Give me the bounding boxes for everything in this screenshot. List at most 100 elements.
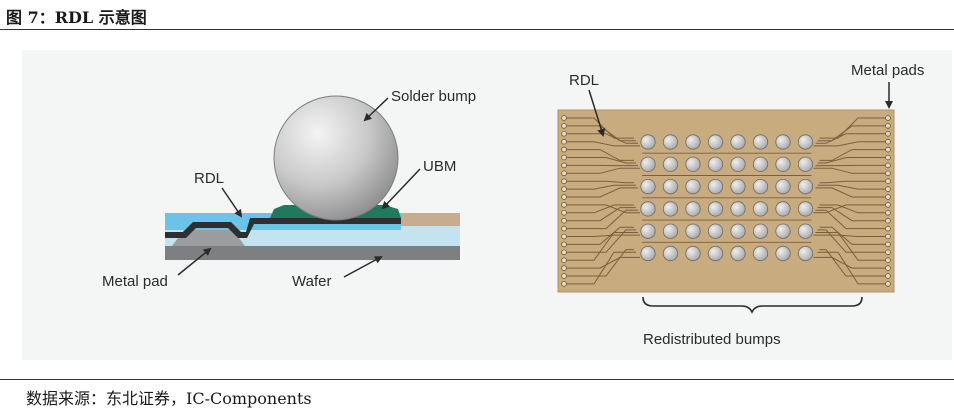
rdl-trace-right-2 [815, 133, 885, 144]
label-rdl-right: RDL [569, 72, 599, 89]
rdl-trace-right-16 [819, 226, 885, 245]
rdl-trace-left-13 [567, 207, 636, 222]
metal-pad-left-18 [561, 257, 567, 264]
rdl-trace-left-4 [567, 149, 634, 161]
metal-pad-right-0 [885, 115, 891, 121]
redistributed-bump-2-3 [707, 179, 724, 195]
metal-pad-left-19 [561, 265, 567, 271]
redistributed-bump-1-6 [775, 156, 791, 172]
rdl-trace-left-10 [567, 187, 638, 198]
rdl-trace-left-5 [567, 157, 636, 164]
redistributed-bump-5-1 [662, 245, 679, 262]
redistributed-bump-3-6 [775, 201, 791, 217]
rdl-trace-right-15 [813, 234, 885, 237]
metal-pad-left-2 [561, 131, 567, 137]
metal-pad-right-12 [885, 210, 891, 216]
redistributed-bump-0-0 [640, 134, 656, 150]
rdl-trace-right-7 [813, 167, 885, 174]
rdl-trace-right-11 [813, 204, 885, 214]
redistributed-bump-4-7 [797, 223, 814, 239]
redistributed-bump-0-2 [685, 134, 701, 150]
rdl-traces [567, 117, 885, 285]
rdl-trace-left-17 [567, 229, 636, 253]
redistributed-bump-1-4 [730, 156, 746, 172]
metal-pad-left-4 [561, 146, 567, 153]
rdl-trace-right-0 [819, 117, 885, 139]
metal-pad-right-2 [885, 131, 891, 137]
rdl-trace-left-9 [567, 184, 636, 190]
rdl-trace-left-15 [567, 234, 640, 237]
redistributed-bump-5-0 [640, 245, 656, 262]
redistributed-bump-4-6 [775, 223, 791, 239]
metal-pad-left-17 [561, 249, 567, 256]
metal-pad-right-13 [885, 217, 891, 224]
redistributed-bump-1-1 [662, 156, 679, 172]
arrow-rdl-left [221, 187, 243, 218]
redistributed-bump-0-7 [797, 134, 814, 150]
redistributed-bump-0-3 [707, 134, 724, 150]
redistributed-bump-3-2 [685, 201, 701, 217]
rdl-trace-left-12 [567, 204, 634, 214]
label-metal-pad: Metal pad [102, 273, 168, 290]
rdl-trace-right-12 [819, 204, 885, 214]
redistributed-bump-2-4 [730, 179, 746, 195]
rdl-trace-right-10 [815, 187, 885, 198]
rdl-trace-right-14 [815, 209, 885, 230]
metal-pad-right-6 [885, 162, 891, 169]
metal-pad-left-7 [561, 170, 567, 177]
arrow-ubm [381, 168, 421, 210]
metal-pad-right-15 [885, 233, 891, 240]
rdl-trace [165, 218, 401, 238]
rdl-trace-right-13 [817, 207, 885, 222]
redistributed-bump-5-7 [797, 245, 814, 262]
metal-pad-right-4 [885, 146, 891, 153]
metal-pad-left-3 [561, 138, 567, 145]
rdl-trace-right-1 [817, 125, 885, 142]
redistributed-bump-4-5 [752, 223, 769, 239]
metal-pad-left-11 [561, 202, 567, 208]
metal-pad-left-8 [561, 178, 567, 185]
rdl-trace-right-19 [813, 256, 885, 269]
metal-pad-left-5 [561, 154, 567, 161]
metal-pad-right-19 [885, 265, 891, 271]
label-redistributed-bumps: Redistributed bumps [643, 331, 781, 348]
arrow-metal-pad [177, 247, 212, 276]
metal-pad-right-11 [885, 202, 891, 208]
metal-pad-right-3 [885, 138, 891, 145]
rdl-trace-left-18 [567, 232, 638, 261]
rdl-trace-left-1 [567, 125, 636, 142]
redistributed-bump-4-1 [662, 223, 679, 239]
metal-pad-left-14 [561, 225, 567, 232]
bump-array [640, 134, 814, 262]
rdl-board [557, 109, 895, 293]
metal-pad-left-0 [561, 115, 567, 121]
metal-pad-left-20 [561, 273, 567, 279]
redistributed-bump-2-5 [752, 179, 769, 195]
rdl-trace-left-16 [567, 226, 634, 245]
rdl-trace-right-4 [819, 149, 885, 161]
redistributed-bump-4-3 [707, 223, 724, 239]
redistributed-bump-1-0 [640, 156, 656, 172]
redistributed-bump-5-2 [685, 245, 701, 262]
cross-section-diagram: Solder bump UBM RDL Metal pad Wafer [102, 88, 476, 290]
redistributed-bump-4-0 [640, 223, 656, 239]
caption-divider [0, 29, 954, 30]
redistributed-bump-3-5 [752, 201, 769, 217]
label-wafer: Wafer [292, 273, 331, 290]
metal-pad-shape [172, 230, 245, 246]
redistributed-bump-1-5 [752, 156, 769, 172]
rdl-trace-right-3 [813, 141, 885, 147]
redistributed-bump-0-4 [730, 134, 746, 150]
solder-bump-ball [273, 95, 399, 221]
rdl-trace-right-8 [819, 180, 885, 184]
rdl-trace-right-5 [817, 157, 885, 164]
redistributed-bump-2-0 [640, 179, 656, 195]
rdl-trace-left-14 [567, 209, 638, 230]
redistributed-bump-3-0 [640, 201, 656, 217]
metal-pad-left-15 [561, 233, 567, 240]
redistributed-bump-5-3 [707, 245, 724, 262]
metal-pad-right-1 [885, 123, 891, 129]
redistributed-bump-2-2 [685, 179, 701, 195]
redistributed-bump-3-1 [662, 201, 679, 217]
redistributed-bump-0-6 [775, 134, 791, 150]
